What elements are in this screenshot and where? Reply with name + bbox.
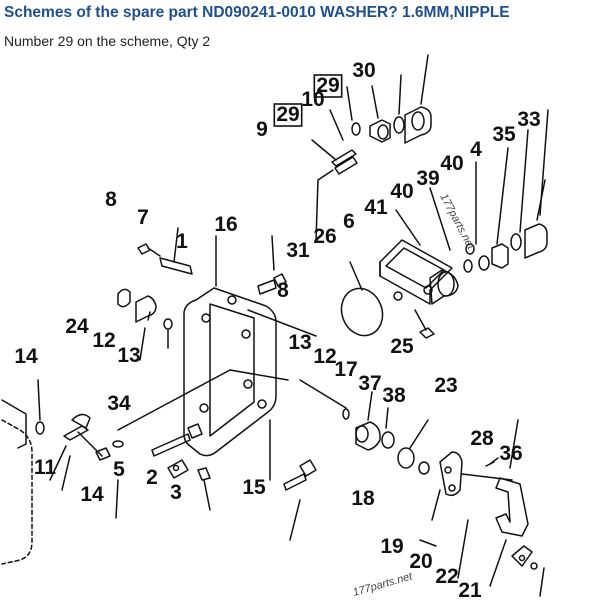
callout-4: 4 xyxy=(470,138,482,161)
left-lever xyxy=(1,379,124,565)
callout-35: 35 xyxy=(492,123,516,146)
callout-37: 37 xyxy=(358,372,381,395)
lower-left-parts xyxy=(117,369,350,541)
callout-10: 10 xyxy=(301,88,324,111)
callout-22: 22 xyxy=(435,565,458,588)
callout-8: 8 xyxy=(277,279,289,302)
watermark-text: 177parts.net xyxy=(352,570,415,599)
callout-9: 9 xyxy=(256,118,268,141)
callout-13: 13 xyxy=(288,331,311,354)
callout-16: 16 xyxy=(214,213,237,236)
callout-13: 13 xyxy=(117,344,140,367)
callout-26: 26 xyxy=(313,225,336,248)
callout-36: 36 xyxy=(499,442,522,465)
callout-21: 21 xyxy=(458,579,482,600)
callout-2: 2 xyxy=(146,466,158,489)
callout-24: 24 xyxy=(65,315,89,338)
callout-40: 40 xyxy=(440,152,463,175)
pins-and-bolts xyxy=(117,227,287,361)
fitting-nipple xyxy=(311,139,358,241)
callout-1: 1 xyxy=(176,230,188,253)
callout-14: 14 xyxy=(14,345,38,368)
page-title: Schemes of the spare part ND090241-0010 … xyxy=(4,4,510,21)
bracket-lever xyxy=(419,419,545,597)
callout-7: 7 xyxy=(137,206,149,229)
callout-12: 12 xyxy=(92,329,115,352)
callout-6: 6 xyxy=(343,210,355,233)
callout-18: 18 xyxy=(351,487,375,510)
callout-11: 11 xyxy=(34,456,57,479)
callout-3: 3 xyxy=(170,481,182,504)
cover-plate-assembly xyxy=(340,187,473,339)
callout-8: 8 xyxy=(105,188,117,211)
center-small-parts xyxy=(355,391,430,475)
callout-31: 31 xyxy=(286,239,310,262)
callout-17: 17 xyxy=(334,358,357,381)
callout-14: 14 xyxy=(80,483,104,506)
callout-20: 20 xyxy=(409,550,432,573)
callout-19: 19 xyxy=(380,535,403,558)
callout-23: 23 xyxy=(434,374,457,397)
callout-39: 39 xyxy=(416,167,439,190)
nipple-washer-group xyxy=(329,54,432,144)
callout-28: 28 xyxy=(470,427,494,450)
callout-box xyxy=(313,74,343,98)
watermark-text: 177parts.net xyxy=(437,192,477,252)
callout-33: 33 xyxy=(517,108,540,131)
callout-40: 40 xyxy=(390,180,413,203)
callout-25: 25 xyxy=(390,335,414,358)
callout-38: 38 xyxy=(382,384,406,407)
callout-29: 29 xyxy=(316,74,339,97)
pump-housing xyxy=(183,235,317,457)
callout-12: 12 xyxy=(313,345,336,368)
callout-29: 29 xyxy=(276,103,299,126)
callout-34: 34 xyxy=(107,392,131,415)
callout-box xyxy=(273,103,303,127)
callout-15: 15 xyxy=(242,476,266,499)
callout-5: 5 xyxy=(113,458,125,481)
callout-30: 30 xyxy=(352,59,375,82)
part-subtitle: Number 29 on the scheme, Qty 2 xyxy=(4,33,211,49)
callout-41: 41 xyxy=(364,196,388,219)
right-washers xyxy=(465,109,549,271)
